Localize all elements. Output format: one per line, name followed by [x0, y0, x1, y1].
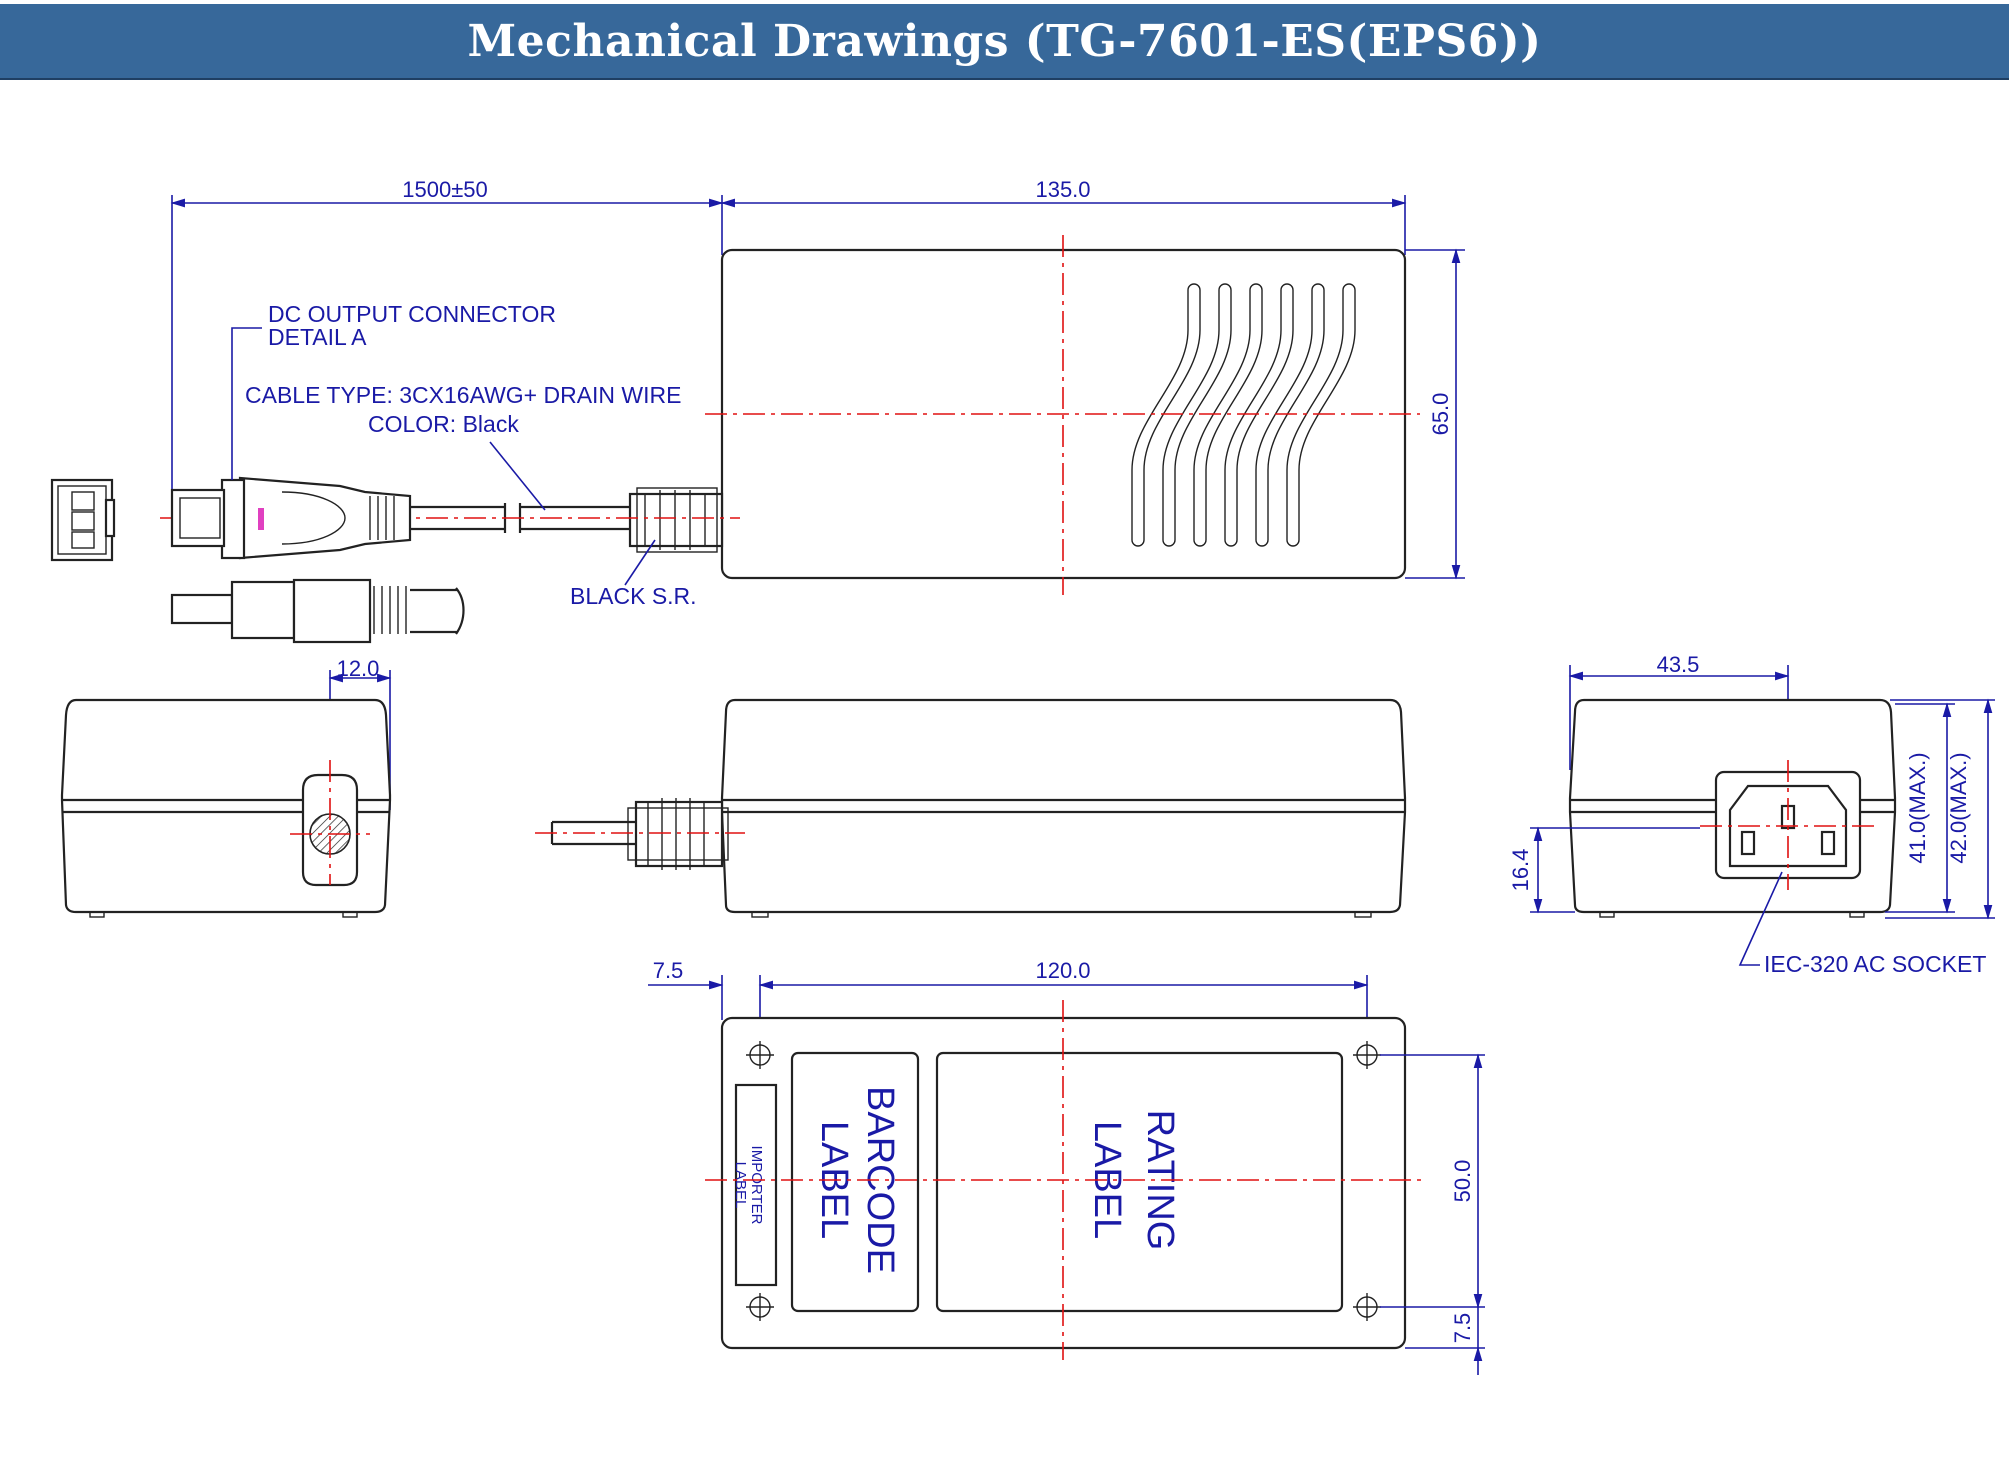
note-strain-relief: BLACK S.R.	[570, 583, 697, 609]
dim-socket-height-text: 16.4	[1508, 849, 1533, 892]
connector-side-detail	[170, 578, 465, 644]
feet-markers	[746, 1041, 1381, 1321]
bottom-view: 7.5 120.0 IMPORTER LABEL BARCODE LABEL R…	[648, 958, 1485, 1375]
dc-output-connector	[170, 476, 412, 560]
page-header: Mechanical Drawings (TG-7601-ES(EPS6))	[0, 4, 2009, 80]
importer-label-line1: IMPORTER	[748, 1146, 765, 1225]
dim-plug-offset-text: 12.0	[337, 656, 380, 681]
note-detail-a: DETAIL A	[268, 324, 367, 350]
dim-foot-offset-y-text: 7.5	[1450, 1313, 1475, 1344]
top-view: 1500±50 135.0 65.0	[50, 177, 1465, 644]
dim-height-max-2-text: 42.0(MAX.)	[1946, 752, 1971, 863]
connector-end-detail	[50, 478, 116, 562]
strain-relief	[628, 487, 724, 553]
rating-label-area	[935, 1051, 1344, 1313]
dim-body-length: 135.0	[720, 177, 1407, 255]
note-cable-color: COLOR: Black	[368, 411, 519, 437]
note-dc-connector: DC OUTPUT CONNECTOR	[268, 301, 556, 327]
dim-body-length-text: 135.0	[1035, 177, 1090, 202]
ac-socket-end-view: 43.5 16.4 41.0(MAX.) 42.0(MAX.) IEC-320 …	[1508, 652, 1995, 977]
note-ac-socket: IEC-320 AC SOCKET	[1764, 951, 1986, 977]
dim-foot-spacing-y-text: 50.0	[1450, 1160, 1475, 1203]
barcode-label-area	[790, 1051, 920, 1313]
page-title: Mechanical Drawings (TG-7601-ES(EPS6))	[467, 15, 1542, 67]
dim-height-max-1-text: 41.0(MAX.)	[1905, 752, 1930, 863]
dim-cable-length: 1500±50	[170, 177, 724, 505]
dim-end-width-text: 43.5	[1657, 652, 1700, 677]
dim-foot-spacing-x-text: 120.0	[1035, 958, 1090, 983]
side-view	[535, 698, 1407, 918]
vent-slots	[1131, 283, 1356, 547]
dim-foot-offset-x-text: 7.5	[653, 958, 684, 983]
importer-label-area	[734, 1083, 778, 1287]
importer-label-line2: LABEL	[732, 1162, 749, 1209]
dim-body-width: 65.0	[1405, 248, 1465, 580]
plug-end-view: 12.0	[60, 656, 392, 918]
dim-cable-length-text: 1500±50	[402, 177, 488, 202]
note-cable-type: CABLE TYPE: 3CX16AWG+ DRAIN WIRE	[245, 382, 681, 408]
dim-body-width-text: 65.0	[1428, 393, 1453, 436]
